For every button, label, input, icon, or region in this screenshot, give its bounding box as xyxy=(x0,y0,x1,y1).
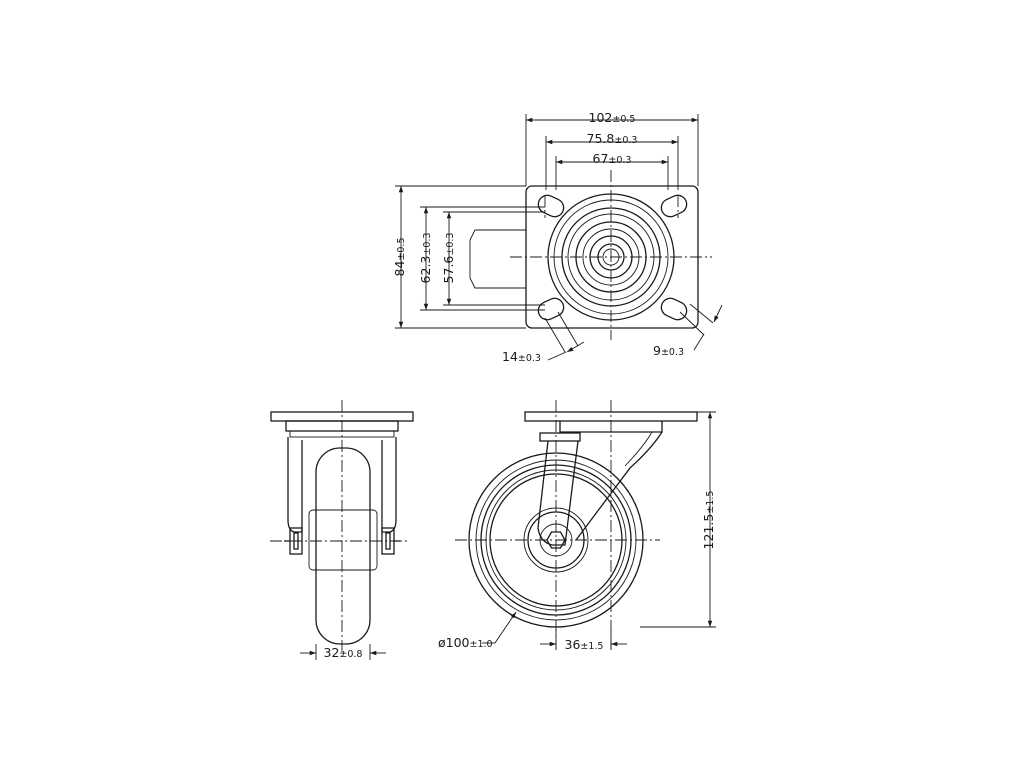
dim-wheel-diameter: ø100±1.0 xyxy=(438,635,493,650)
dim-wheel-width: 32±0.8 xyxy=(324,645,363,660)
wheel-front xyxy=(315,447,371,645)
dim-overall-height: 121.5±1.5 xyxy=(701,491,716,550)
dim-hole-spacing-inner: 67±0.3 xyxy=(593,151,632,166)
slot-hole-top-right xyxy=(660,194,688,218)
fork-left xyxy=(287,437,303,533)
dim-plate-length: 84±0.5 xyxy=(392,238,407,277)
slot-hole-bottom-left xyxy=(537,297,565,321)
top-view: 102±0.5 75.8±0.3 67±0.3 84±0.5 62.3±0.3 xyxy=(392,110,723,364)
fork-right xyxy=(381,437,397,533)
dim-offset: 36±1.5 xyxy=(565,637,604,652)
dim-hole-span-outer: 62.3±0.3 xyxy=(418,233,433,284)
dim-slot-length: 14±0.3 xyxy=(502,349,541,364)
dim-slot-width: 9±0.3 xyxy=(653,343,684,358)
swivel-housing xyxy=(575,431,663,541)
front-view: 32±0.8 xyxy=(270,400,414,660)
side-view: 121.5±1.5 ø100±1.0 36±1.5 xyxy=(438,400,716,652)
slot-hole-bottom-right xyxy=(660,297,688,321)
dim-plate-width: 102±0.5 xyxy=(589,110,636,125)
slot-hole-top-left xyxy=(537,194,565,218)
dim-hole-spacing-outer: 75.8±0.3 xyxy=(587,131,638,146)
dim-hole-span-inner: 57.6±0.3 xyxy=(441,233,456,284)
